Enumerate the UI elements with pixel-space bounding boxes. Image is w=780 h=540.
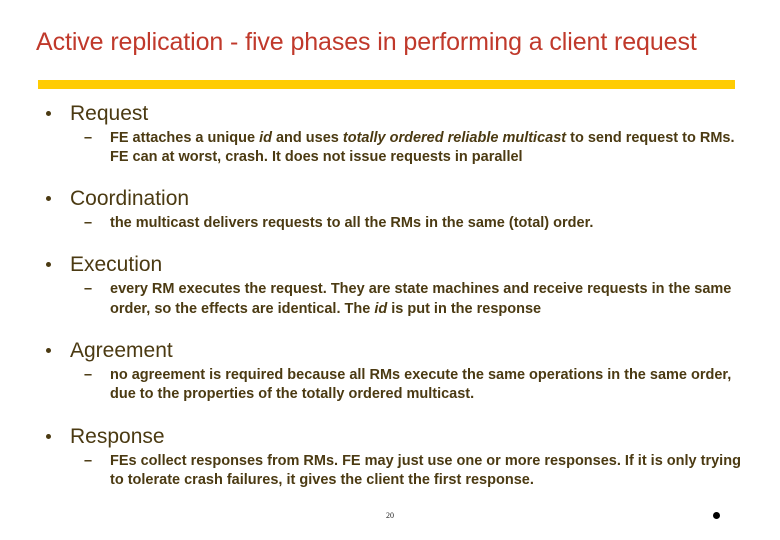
phase-detail-text: every RM executes the request. They are … [110, 281, 732, 317]
phase-heading: Coordination [0, 187, 780, 211]
phase-detail-text: FEs collect responses from RMs. FE may j… [110, 452, 741, 488]
bullet-dot-icon [46, 111, 51, 116]
phase-detail: – every RM executes the request. They ar… [0, 280, 780, 319]
bullet-dot-icon [46, 433, 51, 439]
phase-block: Response – FEs collect responses from RM… [0, 425, 780, 491]
bullet-dot-icon [46, 195, 51, 201]
phase-detail-text: the multicast delivers requests to all t… [110, 214, 594, 231]
dash-bullet-icon: – [84, 281, 93, 298]
slide-body: Request – FE attaches a unique id and us… [0, 102, 780, 490]
bullet-dot-icon [46, 347, 51, 353]
dash-bullet-icon: – [84, 214, 93, 231]
phase-detail: – FEs collect responses from RMs. FE may… [0, 452, 780, 491]
phase-heading-label: Coordination [70, 186, 190, 210]
dash-bullet-icon: – [84, 366, 93, 383]
phase-block: Coordination – the multicast delivers re… [0, 187, 780, 233]
bullet-dot-icon [46, 262, 51, 268]
page-title: Active replication - five phases in perf… [36, 27, 697, 56]
phase-block: Request – FE attaches a unique id and us… [0, 102, 780, 168]
phase-heading-label: Request [70, 102, 149, 125]
title-divider-rule [38, 80, 735, 89]
dash-bullet-icon: – [84, 130, 93, 147]
dash-bullet-icon: – [84, 452, 93, 469]
page-number: 20 [386, 511, 394, 520]
phase-detail-text: no agreement is required because all RMs… [110, 366, 732, 403]
phase-block: Execution – every RM executes the reques… [0, 253, 780, 319]
phase-heading-label: Execution [70, 253, 163, 277]
phase-detail: – no agreement is required because all R… [0, 366, 780, 405]
phase-detail: – the multicast delivers requests to all… [0, 214, 780, 233]
phase-heading: Request [0, 102, 780, 126]
phase-heading: Agreement [0, 339, 780, 363]
phase-detail-text: FE attaches a unique id and uses totally… [110, 130, 735, 166]
phase-block: Agreement – no agreement is required bec… [0, 339, 780, 405]
phase-heading-label: Response [70, 424, 165, 448]
phase-heading-label: Agreement [70, 338, 173, 362]
corner-bullet-icon [713, 512, 720, 519]
phase-detail: – FE attaches a unique id and uses total… [0, 129, 780, 168]
phase-heading: Response [0, 425, 780, 449]
phase-heading: Execution [0, 253, 780, 277]
